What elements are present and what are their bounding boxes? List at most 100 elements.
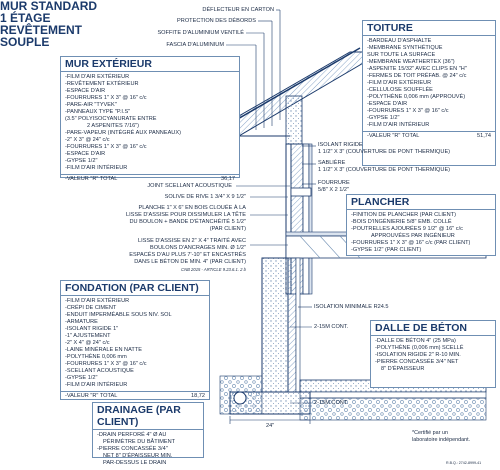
- list-item: -FOURRURES 1" X 3" @ 16" c/c: [65, 361, 147, 367]
- callout-solive: SOLIVE DE RIVE 1 3/4" X 9 1/2": [164, 194, 246, 200]
- mur-list: -FILM D'AIR EXTÉRIEUR -REVÊTEMENT EXTÉRI…: [61, 72, 239, 172]
- list-item: -LAINE MINÉRALE EN NATTE: [65, 347, 142, 353]
- list-item: -2" X 3" @ 24" c/c: [65, 137, 110, 143]
- list-item: -FILM D'AIR INTÉRIEUR: [65, 382, 128, 388]
- callout-sabliere-detail: 1 1/2" X 3" (COUVERTURE DE PONT THERMIQU…: [318, 167, 451, 173]
- list-item: -BOIS D'INGÉNIERIE 5/8" EMB. COLLÉ: [351, 219, 452, 225]
- list-item: -POUTRELLES AJOURÉES 9 1/2" @ 16" c/c: [351, 226, 463, 232]
- list-item: -FERMES DE TOIT PRÉFAB. @ 24" c/c: [367, 73, 467, 79]
- list-item: -CRÉPI DE CIMENT: [65, 305, 117, 311]
- list-item: -FILM D'AIR INTÉRIEUR: [65, 165, 128, 171]
- list-item: (3.5" POLYISOCYANURATE ENTRE: [65, 116, 157, 122]
- list-item: -PANNEAUX TYPE "P.I.S": [65, 109, 131, 115]
- callout-fourrure: FOURRURE: [318, 180, 350, 186]
- footnote-line-1: *Certifié par un: [412, 430, 448, 436]
- list-item: -PARE-VAPEUR (INTÉGRÉ AUX PANNEAUX): [65, 130, 181, 136]
- list-item: APPROUVÉES PAR INGÉNIEUR: [371, 233, 455, 239]
- list-item: 8" D'ÉPAISSEUR: [381, 366, 425, 372]
- list-item: -GYPSE 1/2": [65, 375, 98, 381]
- list-item: 2 ASPENITES 7/16"): [87, 123, 140, 129]
- fondation-list: -FILM D'AIR EXTÉRIEUR -CRÉPI DE CIMENT -…: [61, 296, 209, 389]
- list-item: -PIERRE CONCASSÉE 3/4" NET: [375, 359, 459, 365]
- callout-lisse-2: BOULONS D'ANCRAGES MIN. Ø 1/2": [150, 245, 246, 251]
- callout-cont-1: 2-15M CONT.: [314, 324, 349, 330]
- callout-cont-2: 2-15M CONT.: [314, 400, 349, 406]
- callout-protection: PROTECTION DES DÉBORDS: [177, 18, 256, 24]
- list-item: -FINITION DE PLANCHER (PAR CLIENT): [351, 212, 456, 218]
- callout-planche-3: DU BOULON + BANDE D'ÉTANCHÉITÉ 5 1/2": [129, 219, 246, 225]
- leader-lines: [226, 9, 316, 404]
- list-item: -FOURRURES 1" X 3" @ 16" c/c: [367, 108, 449, 114]
- list-item: -ENDUIT IMPERMÉABLE SOUS NIV. SOL: [65, 312, 172, 318]
- list-item: -POLYTHÈNE 0,006 mm: [65, 354, 127, 360]
- callout-isolant: ISOLANT RIGIDE: [318, 142, 363, 148]
- fondation-heading: FONDATION (PAR CLIENT): [61, 281, 209, 296]
- fondation-box: FONDATION (PAR CLIENT) -FILM D'AIR EXTÉR…: [60, 280, 210, 400]
- list-item: -ISOLATION RIGIDE 2" R-10 MIN.: [375, 352, 461, 358]
- drainage-list: -DRAIN PERFORÉ 4" Ø AU PÉRIMÈTRE DU BÂTI…: [93, 430, 203, 467]
- list-item: PAR-DESSUS LE DRAIN: [103, 460, 167, 466]
- list-item: -PARE-AIR "TYVEK": [65, 102, 117, 108]
- list-item: -MEMBRANE SYNTHÉTIQUE: [367, 45, 443, 51]
- list-item: -FILM D'AIR EXTÉRIEUR: [65, 74, 130, 80]
- list-item: -FOURRURES 1" X 3" @ 16" c/c: [65, 144, 147, 150]
- list-item: -REVÊTEMENT EXTÉRIEUR: [65, 81, 139, 87]
- list-item: -FOURRURES 1" X 3" @ 16" c/c (PAR CLIENT…: [351, 240, 471, 246]
- list-item: -ESPACE D'AIR: [65, 151, 106, 157]
- list-item: -1" AJUSTEMENT: [65, 333, 111, 339]
- list-item: PÉRIMÈTRE DU BÂTIMENT: [103, 439, 176, 445]
- footnote-line-2: laboratoire indépendant.: [412, 437, 471, 443]
- list-item: -FILM D'AIR EXTÉRIEUR: [65, 298, 130, 304]
- callout-joint: JOINT SCELLANT ACOUSTIQUE: [147, 183, 232, 189]
- list-item: -DALLE DE BÉTON 4" (25 MPa): [375, 338, 456, 344]
- callout-lisse-3: ESPACÉS D'AU PLUS 7'-10" ET ENCASTRÉS: [129, 252, 246, 258]
- list-item: -POLYTHÈNE (0,006 mm) SCELLÉ: [375, 345, 464, 351]
- list-item: -PIERRE CONCASSÉE 3/4": [97, 446, 168, 452]
- callout-sabliere: SABLIÈRE: [318, 160, 346, 166]
- rbq-code: R.B.Q.: 2742-8999-41: [446, 461, 482, 465]
- callout-soffite: SOFFITE D'ALUMINIUM VENTILÉ: [157, 30, 244, 36]
- list-item: -ISOLANT RIGIDE 1": [65, 326, 119, 332]
- list-item: SUR TOUTE LA SURFACE: [367, 52, 436, 58]
- list-item: -CELLULOSE SOUFFLÉE: [367, 87, 433, 93]
- list-item: -ASPENITE 15/32" AVEC CLIPS EN "H": [367, 66, 467, 72]
- plancher-heading: PLANCHER: [347, 195, 495, 210]
- mur-box: MUR EXTÉRIEUR -FILM D'AIR EXTÉRIEUR -REV…: [60, 56, 240, 182]
- list-item: -FOURRURES 1" X 3" @ 16" c/c: [65, 95, 147, 101]
- callout-fourrure-detail: 5/8" X 2 1/2": [318, 187, 350, 193]
- list-item: -MEMBRANE WEATHERTEX (36"): [367, 59, 455, 65]
- list-item: -GYPSE 1/2" (PAR CLIENT): [351, 247, 422, 253]
- plancher-list: -FINITION DE PLANCHER (PAR CLIENT) -BOIS…: [347, 210, 495, 254]
- callout-lisse-4: DANS LE BÉTON DE MIN. 4" (PAR CLIENT): [134, 259, 246, 265]
- list-item: -POLYTHÈNE 0,006 mm (APPROUVÉ): [367, 94, 466, 100]
- list-item: -ESPACE D'AIR: [65, 88, 106, 94]
- callout-planche-2: LISSE D'ASSISE POUR DISSIMULER LA TÊTE: [125, 212, 246, 218]
- list-item: -BARDEAU D'ASPHALTE: [367, 38, 432, 44]
- drainage-box: DRAINAGE (PAR CLIENT) -DRAIN PERFORÉ 4" …: [92, 402, 204, 466]
- list-item: -SCELLANT ACOUSTIQUE: [65, 368, 134, 374]
- slab-and-footing: [219, 375, 487, 424]
- callout-lisse-1: LISSE D'ASSISE EN 2" X 4" TRAITÉ AVEC: [137, 238, 246, 244]
- list-item: NET 8" D'ÉPAISSEUR MIN.: [103, 453, 173, 459]
- list-item: -DRAIN PERFORÉ 4" Ø AU: [97, 432, 167, 438]
- callout-isolation: ISOLATION MINIMALE R24.5: [314, 304, 389, 310]
- list-item: -ESPACE D'AIR: [367, 101, 408, 107]
- foundation-wall: [261, 257, 301, 393]
- toiture-list: -BARDEAU D'ASPHALTE -MEMBRANE SYNTHÉTIQU…: [363, 36, 495, 129]
- dimension-24: 24": [266, 423, 275, 429]
- callout-planche-1: PLANCHE 1" X 6" EN BOIS CLOUÉE À LA: [138, 205, 247, 211]
- callout-isolant-detail: 1 1/2" X 3" (COUVERTURE DE PONT THERMIQU…: [318, 149, 451, 155]
- toiture-box: TOITURE -BARDEAU D'ASPHALTE -MEMBRANE SY…: [362, 20, 496, 166]
- list-item: -FILM D'AIR INTÉRIEUR: [367, 122, 430, 128]
- callout-cnb: CNB 2015 - ARTICLE 9.23.6.1. 2 b: [181, 267, 246, 272]
- callout-fascia: FASCIA D'ALUMINIUM: [166, 42, 224, 48]
- mur-heading: MUR EXTÉRIEUR: [61, 57, 239, 72]
- dalle-box: DALLE DE BÉTON -DALLE DE BÉTON 4" (25 MP…: [370, 320, 496, 388]
- dalle-list: -DALLE DE BÉTON 4" (25 MPa) -POLYTHÈNE (…: [371, 336, 495, 373]
- list-item: -GYPSE 1/2": [367, 115, 400, 121]
- callout-planche-4: (PAR CLIENT): [209, 226, 246, 232]
